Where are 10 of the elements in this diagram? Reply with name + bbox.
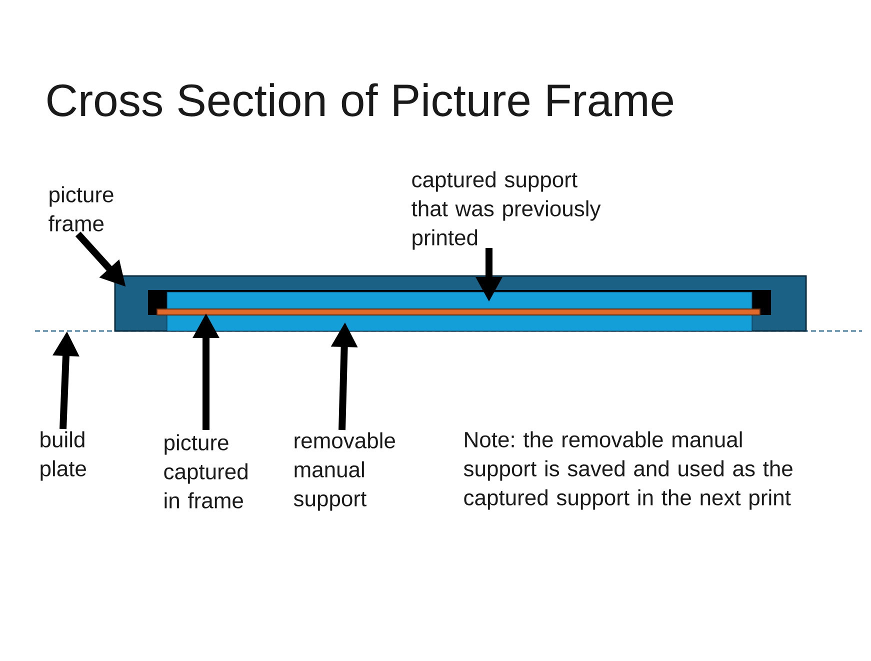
callout-label: build plate: [40, 431, 86, 481]
title: Cross Section of Picture Frame: [48, 83, 674, 116]
callout-label: captured support that was previously printed: [412, 171, 601, 250]
support-layer: [166, 314, 752, 332]
support-layer: [166, 292, 752, 310]
callout-label: picture captured in frame: [164, 434, 248, 508]
note-text: Note: the removable manual support is saved and used as the captured support in the next print: [464, 431, 792, 510]
callout-label: picture frame: [48, 186, 114, 232]
callout-label: removable manual support: [294, 432, 395, 511]
picture-strip: [156, 308, 760, 316]
